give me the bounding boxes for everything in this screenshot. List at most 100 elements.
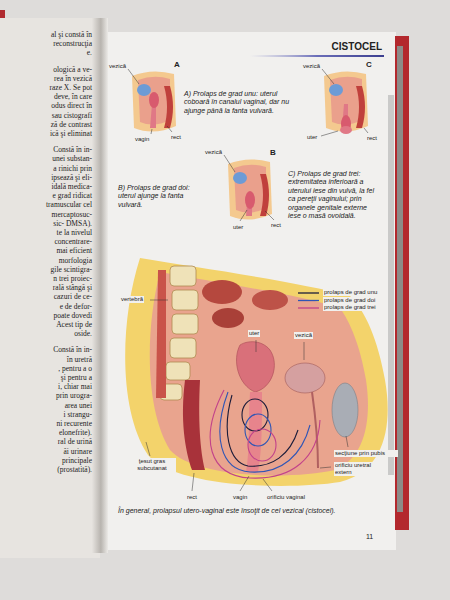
mini-figure: [228, 159, 272, 219]
facing-page-text: raze X. Se pot: [4, 83, 92, 92]
legend-text: prolaps de grad unu: [323, 289, 378, 296]
leader-line: [256, 340, 257, 352]
uterus: [236, 342, 274, 392]
facing-page-text: morfologia: [4, 256, 92, 265]
facing-page-text: ni recurente: [4, 419, 92, 428]
page: [100, 32, 396, 550]
facing-page-text: te la nivelul: [4, 228, 92, 237]
facing-page-text: (prostatită).: [4, 465, 92, 474]
facing-page-text: ăi urinare: [4, 447, 92, 456]
leader-line: [304, 342, 305, 360]
facing-page-text: , pentru a o: [4, 364, 92, 373]
vertebra: [172, 290, 198, 310]
uterus: [149, 92, 159, 108]
prolapse-outline: [220, 392, 310, 472]
facing-page-text: ză de contrast: [4, 120, 92, 129]
part-label: rect: [170, 134, 182, 141]
gutter-shadow: [92, 18, 108, 553]
leader-line: [150, 300, 168, 301]
facing-page-text: poate dovedi: [4, 311, 92, 320]
leader-line: [192, 473, 194, 491]
part-label: orificiu vaginal: [266, 494, 306, 501]
part-label: vezică: [294, 332, 313, 339]
running-header: CISTOCEL: [300, 41, 382, 53]
vertebra: [166, 362, 190, 380]
facing-page-text: Constă în in-: [4, 345, 92, 354]
uterus: [341, 115, 351, 133]
prolapse-outline: [248, 429, 276, 461]
facing-page-text: deve, în care: [4, 92, 92, 101]
leader-line: [321, 131, 338, 136]
facing-page-text: e.: [4, 48, 92, 57]
figure-letter: C: [366, 60, 372, 70]
vertebra: [170, 338, 196, 358]
leader-line: [322, 69, 334, 84]
leader-lines: [146, 300, 348, 491]
facing-page-text: oside.: [4, 329, 92, 338]
figure-letter: A: [174, 60, 180, 70]
intestine: [212, 308, 244, 328]
leader-line: [146, 442, 150, 456]
spinal-canal: [156, 270, 166, 398]
facing-page: [0, 18, 100, 558]
part-label: vezică: [302, 63, 321, 70]
leader-line: [240, 210, 247, 221]
part-label: vezică: [108, 63, 127, 70]
facing-page-text: al şi constă în: [4, 30, 92, 39]
facing-page-text: ologică a ve-: [4, 65, 92, 74]
leader-line: [263, 479, 272, 491]
facing-page-text: idală medica-: [4, 182, 92, 191]
part-label: rect: [186, 494, 198, 501]
prolapse-outlines: [210, 390, 320, 478]
leader-line: [167, 126, 172, 132]
facing-page-text: prin urogra-: [4, 391, 92, 400]
facing-page-text: rală stângă şi: [4, 283, 92, 292]
part-label: uter: [306, 134, 318, 141]
page-edges: [397, 46, 403, 512]
facing-page-text: i, chiar mai: [4, 382, 92, 391]
facing-page-text: elonefrite).: [4, 428, 92, 437]
leader-line: [320, 467, 331, 468]
urethra: [312, 392, 318, 468]
figure-caption: A) Prolaps de grad unu: uterul coboară î…: [184, 90, 296, 115]
figure-letter: B: [270, 148, 276, 158]
facing-page-text: a rinichi prin: [4, 164, 92, 173]
header-bar: [250, 55, 384, 57]
facing-page-text: sic- DMSA).: [4, 219, 92, 228]
mini-figure: [324, 71, 368, 134]
part-label: vertebră: [120, 296, 144, 303]
figure-caption: C) Prolaps de grad trei: extremitatea in…: [288, 170, 380, 220]
facing-page-text: reconstrucţia: [4, 39, 92, 48]
rectum: [183, 380, 205, 470]
legend-sample-line: [298, 300, 319, 301]
page-caption: În general, prolapsul utero-vaginal este…: [118, 507, 386, 515]
part-label: uter: [248, 330, 260, 337]
facing-page-text: sau cistografi: [4, 111, 92, 120]
prolapse-outline: [227, 395, 298, 466]
figure-caption: B) Prolaps de grad doi: uterul ajunge la…: [118, 184, 208, 209]
leader-line: [364, 128, 368, 133]
facing-page-text: Acest tip de: [4, 320, 92, 329]
part-label: vagin: [134, 136, 150, 143]
part-label: vezică: [204, 149, 223, 156]
part-label: rect: [366, 135, 378, 142]
part-label: uter: [232, 224, 244, 231]
facing-page-text: mercaptosuc-: [4, 210, 92, 219]
facing-page-text: tramuscular cel: [4, 200, 92, 209]
part-label: ţesut gras subcutanat: [128, 458, 176, 472]
mini-figure: [132, 71, 176, 131]
facing-page-text: cazuri de ce-: [4, 292, 92, 301]
facing-page-text: unei substan-: [4, 154, 92, 163]
pelvis-section: [132, 71, 176, 131]
bladder: [285, 363, 325, 393]
prolapse-outline: [210, 390, 320, 478]
legend-text: prolaps de grad doi: [323, 297, 376, 304]
intestine: [252, 290, 288, 310]
facing-page-text: n trei proiec-: [4, 274, 92, 283]
vertebra: [172, 314, 198, 334]
legend-sample-line: [298, 292, 319, 293]
facing-page-text: în uretră: [4, 355, 92, 364]
legend-sample-line: [298, 307, 319, 308]
facing-page-text: ral de urină: [4, 437, 92, 446]
